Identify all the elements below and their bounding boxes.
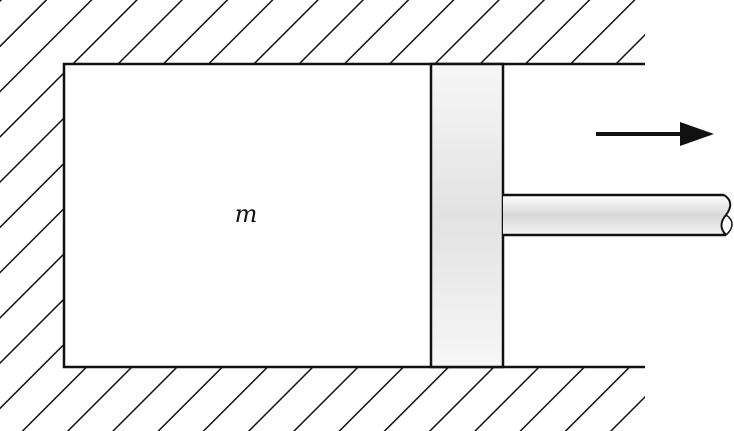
mass-label: m [235,200,258,228]
piston [429,62,505,369]
piston-rod [503,193,733,237]
cylinder-wall-hatching [0,0,645,431]
gas-chamber [64,64,431,367]
arrow-right-icon [596,122,714,146]
cylinder-outline [62,62,645,369]
